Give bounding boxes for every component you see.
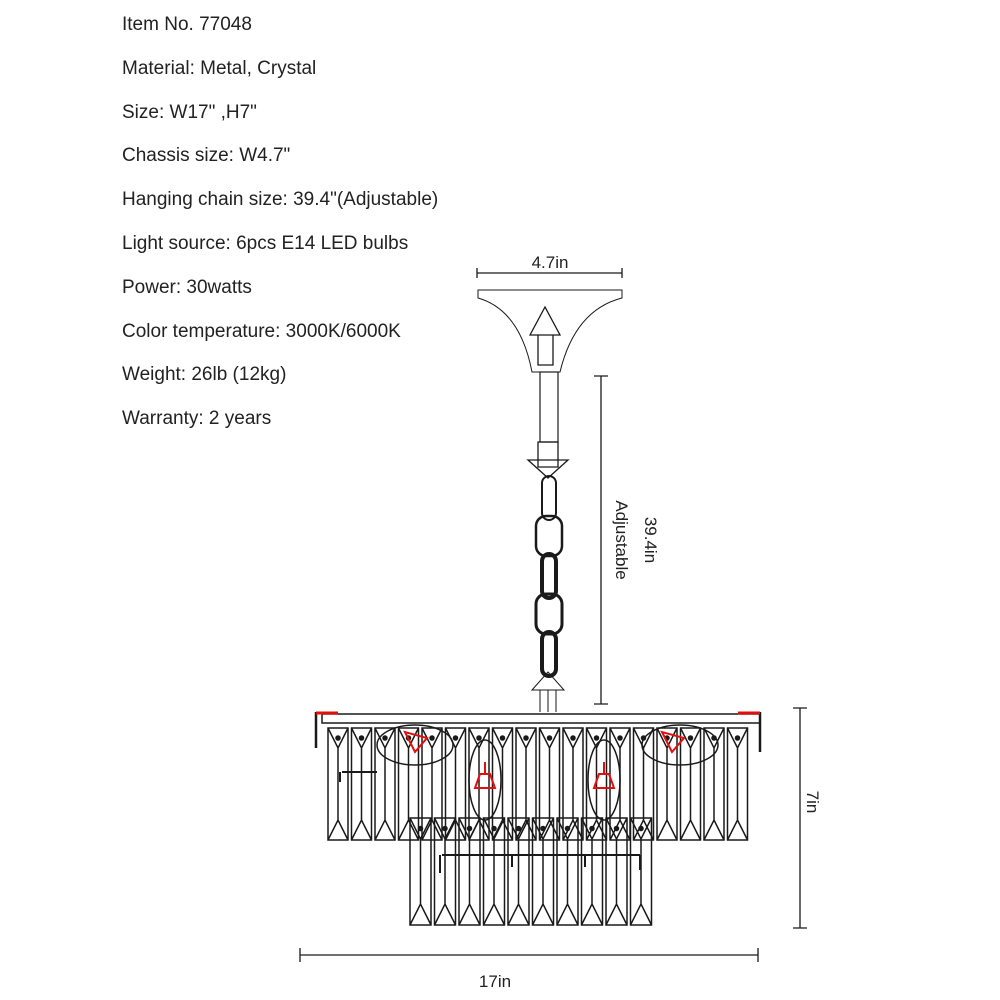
dim-chain-line	[594, 375, 608, 705]
spec-line: Item No. 77048	[122, 14, 252, 35]
spec-line: Power: 30watts	[122, 276, 252, 298]
dim-canopy-line	[476, 268, 623, 278]
crystal-prism	[409, 817, 432, 926]
dim-width-line	[299, 948, 759, 962]
stem-connector	[526, 441, 570, 479]
crystal-bead	[466, 825, 473, 832]
crystal-prism	[632, 727, 655, 841]
crystal-bead	[564, 825, 571, 832]
crystal-prism	[327, 727, 349, 841]
dim-height-line	[793, 707, 807, 929]
spec-line: Hanging chain size: 39.4"(Adjustable)	[122, 189, 439, 211]
crystal-prism	[605, 817, 628, 926]
crystal-prism	[421, 727, 443, 841]
chain-link	[534, 514, 564, 558]
bulb-filament-icon	[592, 762, 616, 789]
spec-line: Weight: 26lb (12kg)	[122, 364, 287, 386]
crystal-prism	[580, 817, 604, 926]
crystal-bead	[734, 735, 741, 741]
crystal-bead	[491, 825, 497, 832]
crystal-bead	[515, 825, 522, 832]
bulb-globe	[587, 739, 621, 821]
crystal-bead	[546, 735, 553, 741]
crystal-prism	[458, 817, 481, 926]
dim-chain-note: Adjustable	[612, 500, 631, 579]
crystal-prism	[515, 727, 537, 841]
dim-canopy-label: 4.7in	[532, 253, 569, 272]
crystal-bead	[476, 735, 482, 741]
spec-line: Color temperature: 3000K/6000K	[122, 320, 401, 342]
crystal-prism	[726, 727, 749, 841]
crystal-prism	[374, 727, 396, 841]
crystal-prism	[468, 727, 490, 841]
bulb-filament-icon	[660, 730, 686, 754]
crystal-prism	[703, 727, 725, 841]
crystal-prism	[656, 727, 678, 841]
spec-line: Light source: 6pcs E14 LED bulbs	[122, 233, 409, 254]
bottom-connector	[530, 671, 566, 712]
crystal-prism	[350, 727, 373, 841]
crystal-bead	[382, 735, 388, 741]
chain-link	[541, 475, 557, 521]
bulb-globe	[641, 724, 719, 766]
crystal-bead	[442, 825, 448, 832]
crystal-prism	[507, 817, 530, 926]
crystal-bead	[335, 735, 341, 741]
dim-width-label: 17in	[479, 972, 511, 991]
crystal-prism	[433, 817, 457, 926]
spec-line: Material: Metal, Crystal	[122, 57, 317, 79]
crystal-prism	[491, 727, 514, 841]
stem	[539, 371, 559, 443]
crystal-prism	[538, 727, 561, 841]
crystal-bead	[638, 825, 644, 832]
crystal-bead	[589, 825, 595, 832]
crystal-prism	[562, 727, 584, 841]
crystal-prism	[679, 727, 702, 841]
crystal-bead	[499, 735, 506, 741]
spec-line: Chassis size: W4.7"	[122, 145, 291, 167]
crystal-prism	[531, 817, 555, 926]
chain-link	[540, 630, 558, 678]
bulb-globe	[376, 724, 454, 766]
crystal-bead	[593, 735, 600, 741]
crystal-prism	[629, 817, 653, 926]
crystal-bead	[570, 735, 576, 741]
crystal-bead	[540, 825, 546, 832]
top-frame	[321, 713, 761, 724]
dim-height-label: 7in	[803, 791, 822, 814]
spec-line: Size: W17" ,H7"	[122, 101, 257, 123]
crystal-prism	[482, 817, 506, 926]
crystal-bead	[617, 735, 623, 741]
dim-chain-label: 39.4in	[641, 517, 660, 563]
crystal-prism	[444, 727, 467, 841]
crystal-prism	[397, 727, 420, 841]
canopy-mount	[528, 305, 562, 366]
bulb-globe	[468, 739, 502, 821]
crystal-bead	[358, 735, 365, 741]
bulb-filament-icon	[473, 762, 497, 789]
crystal-bead	[417, 825, 424, 832]
crystal-bead	[429, 735, 435, 741]
crystal-bead	[452, 735, 459, 741]
crystal-bead	[613, 825, 620, 832]
chain-link	[540, 552, 558, 600]
crystal-prism	[556, 817, 579, 926]
crystal-bead	[687, 735, 694, 741]
canopy	[477, 289, 623, 373]
spec-line: Warranty: 2 years	[122, 408, 272, 430]
bulb-filament-icon	[403, 730, 429, 754]
crystal-bead	[523, 735, 529, 741]
